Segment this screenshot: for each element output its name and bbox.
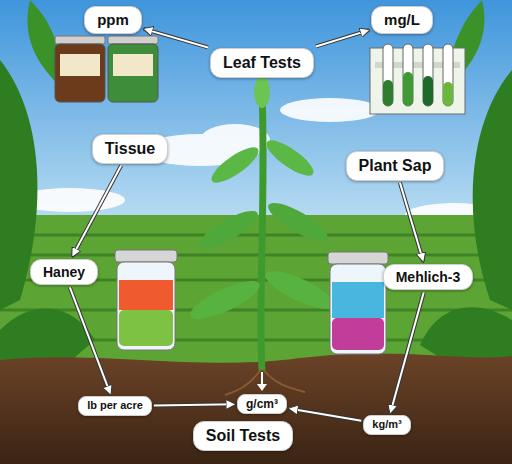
flow-arrow xyxy=(390,292,424,413)
arrow-line xyxy=(400,183,423,262)
haney-jar xyxy=(115,250,177,350)
flow-arrow xyxy=(154,404,235,405)
mehlich-jar xyxy=(328,252,388,354)
arrow-line xyxy=(154,404,235,405)
seed-jars xyxy=(55,36,158,102)
arrow-line xyxy=(144,29,208,48)
arrow-line xyxy=(289,409,361,421)
pill-text: ppm xyxy=(97,11,129,29)
roots xyxy=(225,368,305,395)
pill-text: Mehlich-3 xyxy=(396,269,461,286)
pill-text: Tissue xyxy=(105,139,155,158)
label-pill: ppm xyxy=(84,6,142,34)
pill-text: mg/L xyxy=(384,11,420,29)
label-pill: Mehlich-3 xyxy=(383,264,474,291)
label-pill: Soil Tests xyxy=(193,421,293,450)
arrow-line xyxy=(316,30,369,46)
arrow-line xyxy=(316,30,369,46)
label-pill: lb per acre xyxy=(78,396,152,415)
arrow-line xyxy=(154,404,235,405)
pill-text: g/cm³ xyxy=(246,397,278,411)
label-pill: Tissue xyxy=(92,134,168,163)
flow-arrow xyxy=(70,287,111,394)
pill-text: Soil Tests xyxy=(206,426,280,445)
test-tube-rack xyxy=(370,44,465,114)
arrow-line xyxy=(400,183,423,262)
arrow-line xyxy=(390,292,424,413)
flow-arrow xyxy=(144,29,208,48)
flow-arrow xyxy=(316,30,369,46)
flow-arrow xyxy=(289,409,361,421)
arrow-line xyxy=(70,287,111,394)
label-pill: Leaf Tests xyxy=(210,48,314,77)
pill-text: Leaf Tests xyxy=(223,53,301,72)
label-pill: Plant Sap xyxy=(346,151,445,180)
soil xyxy=(0,353,512,464)
pill-text: Haney xyxy=(43,264,85,281)
side-leaves xyxy=(0,0,512,370)
pill-text: lb per acre xyxy=(87,399,143,412)
arrow-line xyxy=(70,287,111,394)
flow-arrow xyxy=(400,183,423,262)
flow-arrow xyxy=(72,166,121,257)
pill-text: Plant Sap xyxy=(359,156,432,175)
label-pill: mg/L xyxy=(371,6,433,34)
arrow-line xyxy=(72,166,121,257)
label-pill: g/cm³ xyxy=(237,394,287,414)
arrow-line xyxy=(144,29,208,48)
stem-arrow xyxy=(257,372,267,391)
pill-text: kg/m³ xyxy=(372,418,401,431)
label-pill: kg/m³ xyxy=(363,415,410,434)
label-pill: Haney xyxy=(30,259,98,286)
arrow-line xyxy=(390,292,424,413)
plant xyxy=(186,76,339,370)
arrow-line xyxy=(72,166,121,257)
arrow-line xyxy=(289,409,361,421)
